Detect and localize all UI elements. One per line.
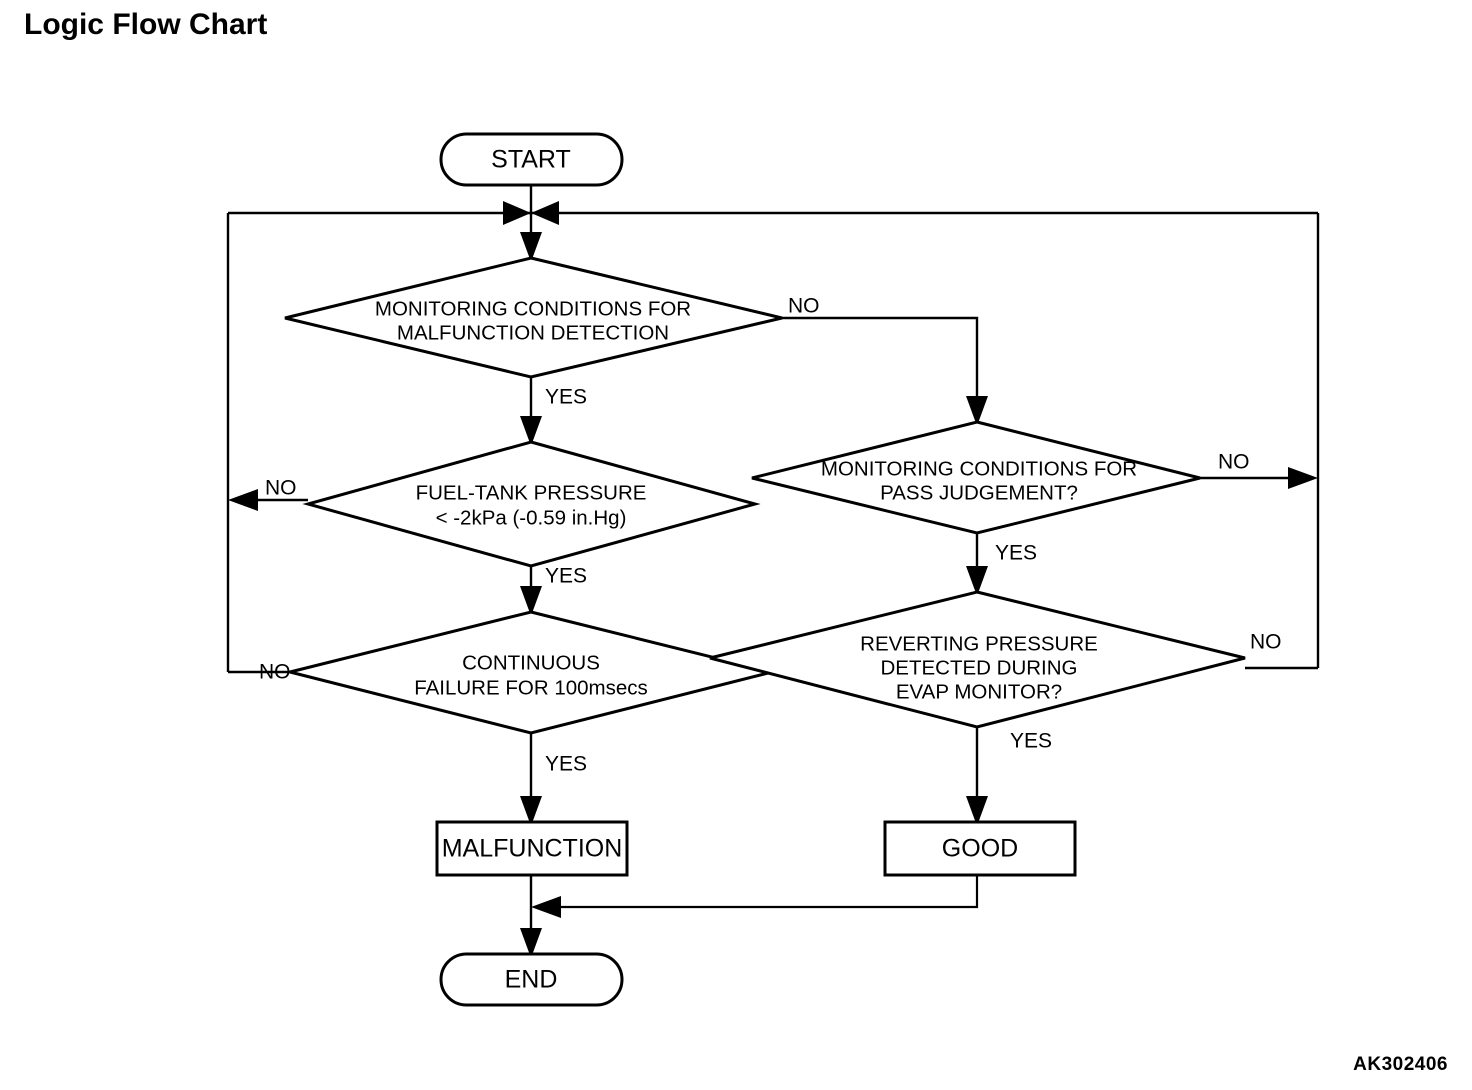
- edge-label-continuous-failure-yes: YES: [545, 753, 587, 776]
- edge-label-fuel-tank-pressure-yes: YES: [545, 565, 587, 588]
- malfunction-label: MALFUNCTION: [442, 835, 623, 863]
- good-shape: [883, 820, 1077, 877]
- node-malfunction: MALFUNCTION: [435, 820, 629, 877]
- fuel-tank-pressure-line1: FUEL-TANK PRESSURE: [416, 481, 647, 504]
- arrow-monitoring-pass-no-right-icon: [1288, 467, 1318, 489]
- top-bar-arrow-left-in-icon: [503, 201, 531, 225]
- malfunction-shape: [435, 820, 629, 877]
- arrow-into-good-icon: [966, 796, 988, 826]
- node-continuous-failure: CONTINUOUS FAILURE FOR 100msecs: [289, 610, 773, 735]
- node-reverting-pressure: REVERTING PRESSURE DETECTED DURING EVAP …: [709, 590, 1246, 729]
- node-end: END: [439, 952, 624, 1007]
- node-monitoring-malfunction: MONITORING CONDITIONS FOR MALFUNCTION DE…: [284, 256, 783, 379]
- arrow-into-monitoring-malfunction-icon: [520, 232, 542, 262]
- edge-label-monitoring-pass-no: NO: [1218, 451, 1250, 474]
- start-label: START: [491, 146, 571, 174]
- fuel-tank-pressure-shape: [302, 440, 761, 568]
- edge-label-continuous-failure-no: NO: [259, 661, 291, 684]
- arrow-fuel-tank-no-left-icon: [228, 489, 258, 511]
- monitoring-pass-shape: [751, 420, 1201, 535]
- figure-code: AK302406: [1353, 1054, 1448, 1075]
- monitoring-pass-line1: MONITORING CONDITIONS FOR: [821, 457, 1137, 480]
- start-shape: [439, 132, 624, 187]
- reverting-pressure-line1: REVERTING PRESSURE: [860, 632, 1098, 655]
- arrow-into-end-icon: [520, 928, 542, 958]
- monitoring-malfunction-line2: MALFUNCTION DETECTION: [397, 321, 669, 344]
- node-fuel-tank-pressure: FUEL-TANK PRESSURE < -2kPa (-0.59 in.Hg): [302, 440, 761, 568]
- arrow-into-malfunction-icon: [520, 796, 542, 826]
- node-good: GOOD: [883, 820, 1077, 877]
- arrow-into-continuous-failure-icon: [520, 586, 542, 616]
- node-start: START: [439, 132, 624, 187]
- monitoring-malfunction-line1: MONITORING CONDITIONS FOR: [375, 297, 691, 320]
- edge-label-reverting-pressure-yes: YES: [1010, 730, 1052, 753]
- reverting-pressure-line3: EVAP MONITOR?: [896, 680, 1062, 703]
- end-shape: [439, 952, 624, 1007]
- edge-label-monitoring-pass-yes: YES: [995, 542, 1037, 565]
- monitoring-malfunction-shape: [284, 256, 783, 379]
- edge-label-reverting-pressure-no: NO: [1250, 631, 1282, 654]
- good-label: GOOD: [942, 835, 1018, 863]
- top-bar-arrow-right-in-icon: [531, 201, 559, 225]
- end-label: END: [505, 966, 558, 994]
- arrow-good-merge-icon: [531, 896, 561, 918]
- continuous-failure-line1: CONTINUOUS: [462, 651, 600, 674]
- edge-label-monitoring-malfunction-no: NO: [788, 295, 820, 318]
- node-monitoring-pass: MONITORING CONDITIONS FOR PASS JUDGEMENT…: [751, 420, 1201, 535]
- arrow-into-reverting-pressure-icon: [966, 566, 988, 596]
- arrow-into-fuel-tank-pressure-icon: [520, 416, 542, 446]
- monitoring-pass-line2: PASS JUDGEMENT?: [880, 481, 1078, 504]
- edge-label-monitoring-malfunction-yes: YES: [545, 386, 587, 409]
- continuous-failure-line2: FAILURE FOR 100msecs: [414, 676, 648, 699]
- edge-label-fuel-tank-pressure-no: NO: [265, 477, 297, 500]
- page-title: Logic Flow Chart: [24, 8, 268, 41]
- arrow-into-monitoring-pass-icon: [966, 396, 988, 426]
- reverting-pressure-line2: DETECTED DURING: [880, 656, 1077, 679]
- reverting-pressure-shape: [709, 590, 1246, 729]
- continuous-failure-shape: [289, 610, 773, 735]
- fuel-tank-pressure-line2: < -2kPa (-0.59 in.Hg): [436, 506, 627, 529]
- edge-good-to-end: [551, 875, 979, 909]
- edge-monitoring-malfunction-no: [782, 316, 979, 422]
